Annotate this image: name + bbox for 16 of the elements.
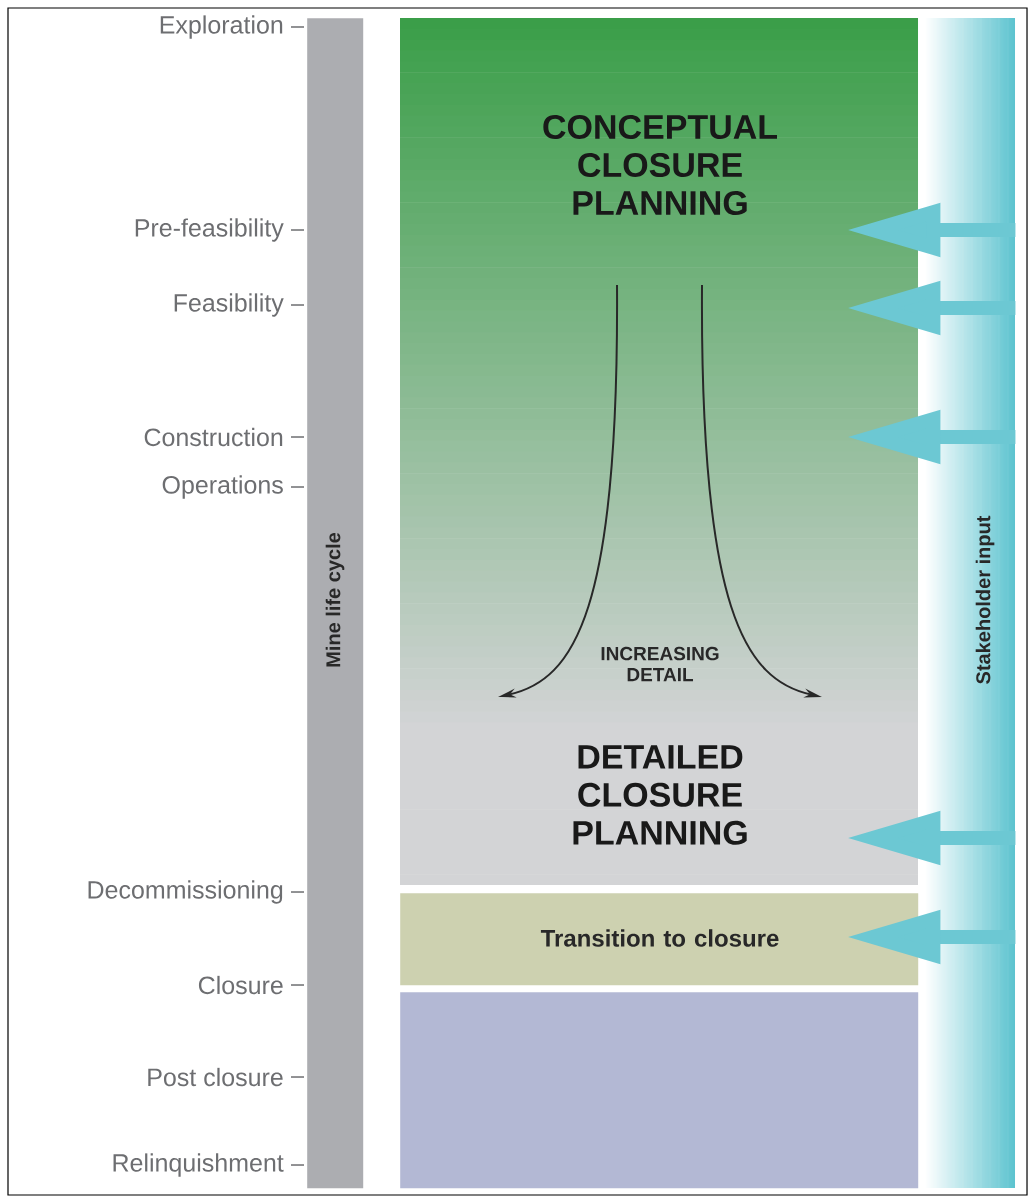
panel-heading: DETAILED CLOSURE PLANNING <box>573 745 747 845</box>
bar-label: Stakeholder input <box>975 515 995 684</box>
phase-label: Operations <box>162 475 283 499</box>
bar-label: Mine life cycle <box>325 532 345 667</box>
panel-heading: CONCEPTUAL CLOSURE PLANNING <box>543 114 777 216</box>
phase-label: Closure <box>198 975 283 995</box>
box-label: Transition to closure <box>540 929 779 947</box>
phase-label: Decommissioning <box>88 880 283 904</box>
phase-label: Relinquishment <box>113 1153 284 1177</box>
phase-label: Post closure <box>148 1067 283 1087</box>
phase-label: Exploration <box>160 15 283 39</box>
phase-label: Construction <box>144 427 283 447</box>
post-closure-box <box>400 992 919 1189</box>
phase-label: Pre-feasibility <box>135 218 284 242</box>
phase-label: Feasibility <box>174 293 284 317</box>
direction-label: INCREASING DETAIL <box>601 646 719 682</box>
